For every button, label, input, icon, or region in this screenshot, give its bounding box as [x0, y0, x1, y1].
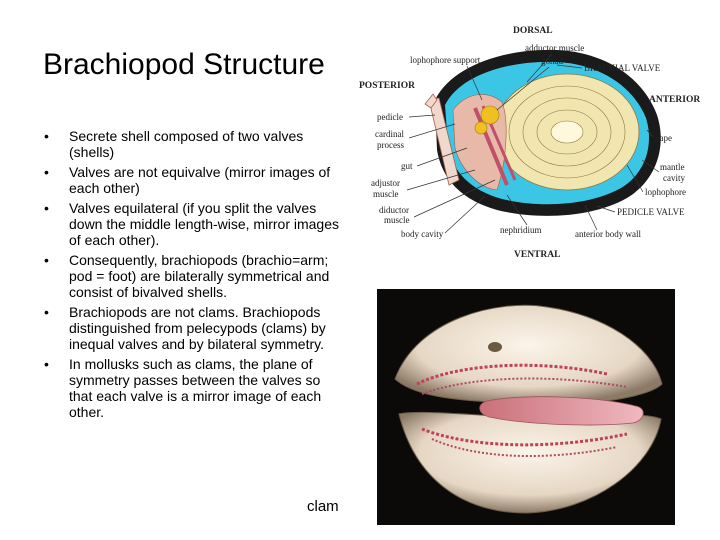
- upper-valve: [394, 304, 663, 406]
- brachiopod-diagram: DORSAL adductor muscle lophophore suppor…: [359, 26, 700, 260]
- bullet-item: Consequently, brachiopods (brachio=arm; …: [44, 252, 344, 300]
- label-diductor-muscle: muscle: [384, 215, 410, 225]
- bullet-item: Brachiopods are not clams. Brachiopods d…: [44, 304, 344, 352]
- label-cardinal: cardinal: [375, 129, 404, 139]
- label-lophophore: lophophore: [645, 187, 686, 197]
- label-gut: gut: [401, 161, 413, 171]
- label-dorsal: DORSAL: [513, 26, 553, 36]
- label-pedicle: pedicle: [377, 112, 403, 122]
- label-adductor: adductor muscle: [525, 43, 584, 53]
- bullet-item: Valves are not equivalve (mirror images …: [44, 164, 344, 196]
- label-gonad: gonad: [541, 56, 563, 66]
- label-anterior: ANTERIOR: [649, 95, 700, 105]
- label-process: process: [377, 140, 404, 150]
- label-posterior: POSTERIOR: [359, 81, 415, 91]
- label-anterior-body-wall: anterior body wall: [575, 229, 641, 239]
- clam-caption: clam: [307, 498, 339, 515]
- label-brachial-valve: BRACHIAL VALVE: [584, 63, 661, 73]
- clam-photo: [377, 289, 675, 525]
- label-diductor: diductor: [379, 205, 409, 215]
- bullet-item: In mollusks such as clams, the plane of …: [44, 356, 344, 420]
- label-mantle: mantle: [660, 162, 685, 172]
- clam-foot: [479, 396, 644, 426]
- bullet-item: Valves equilateral (if you split the val…: [44, 200, 344, 248]
- label-body-cavity: body cavity: [401, 229, 444, 239]
- label-lophophore-support: lophophore support: [410, 55, 481, 65]
- label-nephridium: nephridium: [500, 225, 542, 235]
- slide-title: Brachiopod Structure: [43, 48, 325, 81]
- gonad: [480, 105, 500, 125]
- muscle-band: [473, 107, 509, 186]
- bullet-item: Secrete shell composed of two valves (sh…: [44, 128, 344, 160]
- label-cavity: cavity: [663, 173, 685, 183]
- label-ventral: VENTRAL: [514, 250, 560, 260]
- bullet-list: Secrete shell composed of two valves (sh…: [44, 128, 344, 424]
- label-adjustor-muscle: muscle: [373, 189, 399, 199]
- label-gape: gape: [655, 133, 672, 143]
- label-adjustor: adjustor: [371, 178, 400, 188]
- label-pedicle-valve: PEDICLE VALVE: [617, 207, 685, 217]
